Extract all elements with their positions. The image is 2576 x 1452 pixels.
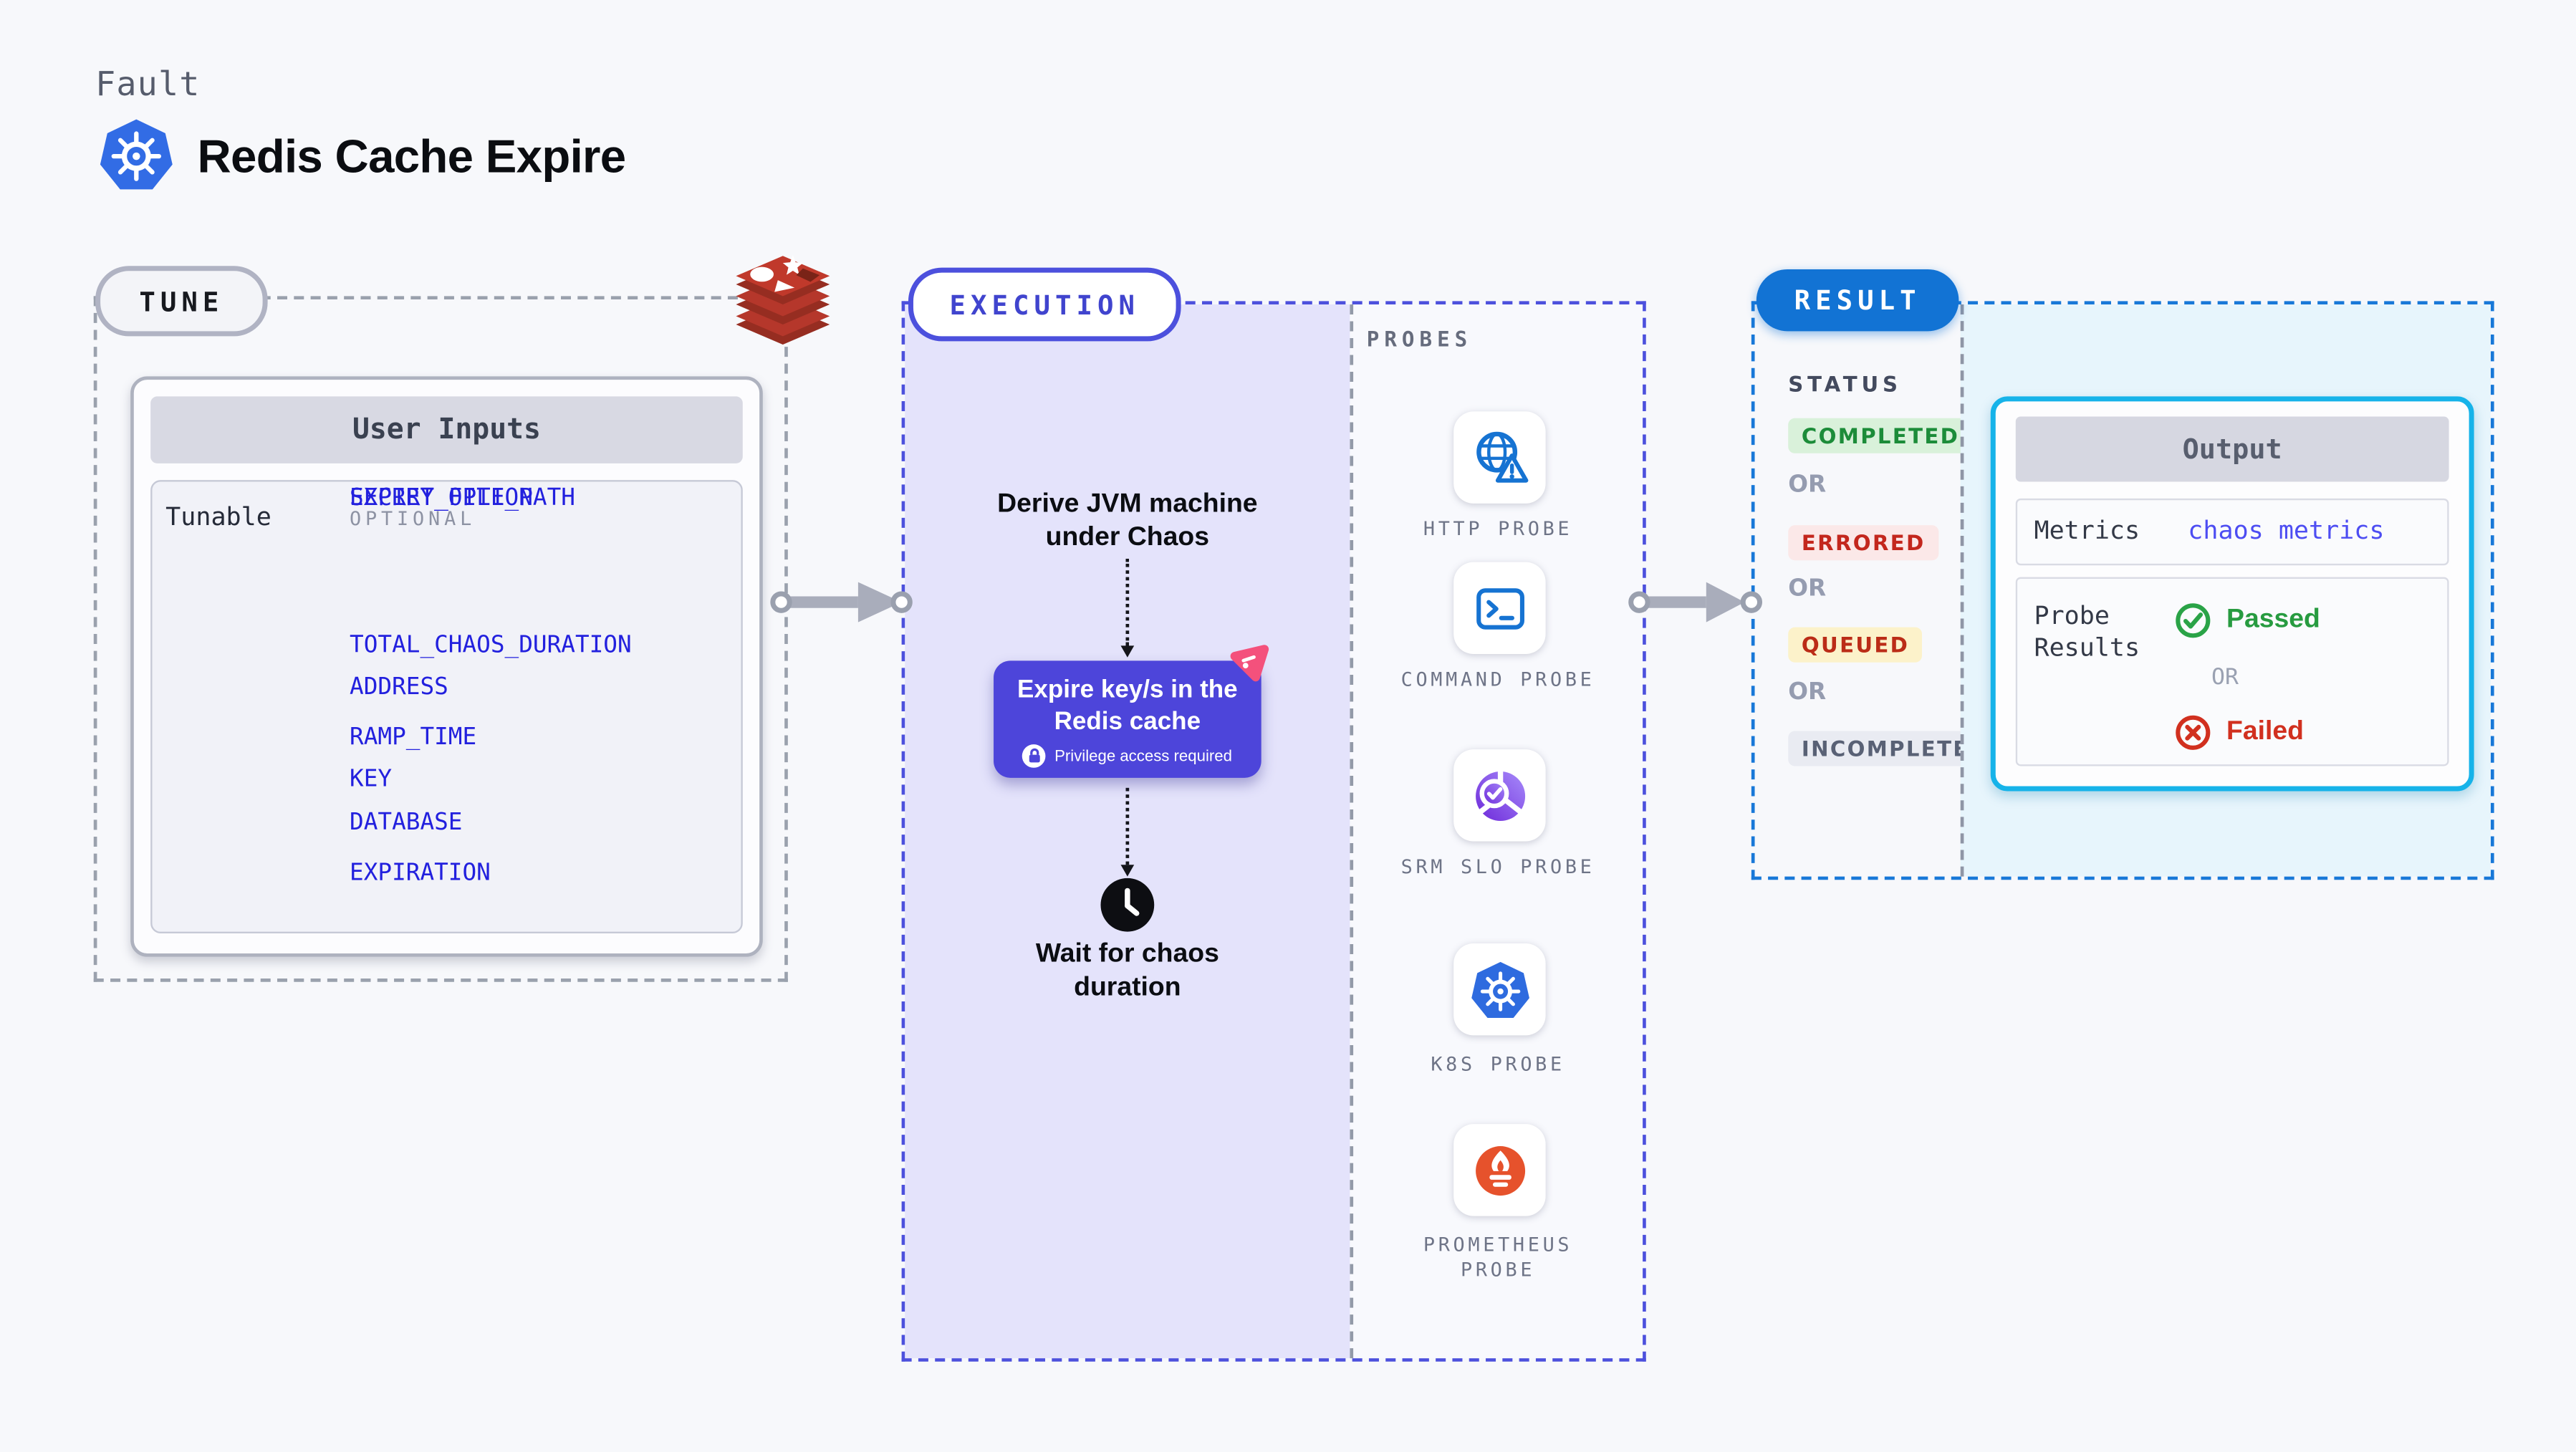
probe-card-command	[1453, 562, 1546, 655]
status-label: STATUS	[1788, 371, 1902, 397]
wait-step-label: Wait for chaos duration	[1035, 940, 1219, 1001]
kubernetes-icon	[100, 119, 173, 190]
tunable-item[interactable]: TOTAL_CHAOS_DURATION	[350, 632, 632, 660]
derive-step-label: Derive JVM machine under Chaos	[997, 490, 1258, 552]
tunable-item[interactable]: KEY	[350, 766, 393, 793]
probe-results-label: Probe Results	[2034, 600, 2140, 663]
metrics-value[interactable]: chaos metrics	[2188, 515, 2385, 546]
tunable-item[interactable]: EXPIRY_OPTION	[350, 485, 533, 512]
probe-card-srm-slo	[1453, 749, 1546, 842]
globe-warning-icon	[1476, 431, 1528, 482]
flow-connector-down	[1120, 787, 1135, 877]
status-badge-completed: COMPLETED	[1788, 418, 1973, 453]
probe-label: HTTP PROBE	[1423, 516, 1573, 541]
execution-badge: EXECUTION	[908, 267, 1181, 342]
probes-panel: PROBES HTTP PROBE	[1350, 304, 1643, 1359]
probe-label: COMMAND PROBE	[1400, 667, 1595, 691]
probe-card-k8s	[1453, 943, 1546, 1036]
passed-label: Passed	[2226, 605, 2320, 635]
page-kicker: Fault	[95, 63, 201, 104]
kubernetes-icon	[1471, 961, 1529, 1017]
user-inputs-body: Tunable OPTIONAL TOTAL_CHAOS_DURATION AD…	[150, 480, 743, 933]
metrics-row: Metrics chaos metrics	[2015, 498, 2449, 566]
status-badge-queued: QUEUED	[1788, 627, 1923, 663]
tunable-item[interactable]: SECRET_FILE_PATH	[350, 485, 575, 512]
probe-card-prometheus	[1453, 1124, 1546, 1216]
slo-gauge-icon	[1474, 769, 1524, 820]
tunable-item[interactable]: DATABASE	[350, 809, 463, 837]
flow-arrow-execution-to-result	[1628, 582, 1763, 622]
tunable-item[interactable]: ADDRESS	[350, 674, 448, 701]
execution-section: Derive JVM machine under Chaos Expire ke…	[901, 301, 1646, 1362]
status-badge-errored: ERRORED	[1788, 525, 1939, 561]
user-inputs-title: User Inputs	[150, 396, 743, 463]
tune-section	[93, 296, 788, 982]
tunable-row-label: Tunable	[165, 501, 271, 532]
execution-flow-panel: Derive JVM machine under Chaos Expire ke…	[905, 304, 1350, 1359]
or-separator: OR	[1788, 679, 1827, 706]
result-badge: RESULT	[1756, 269, 1959, 332]
or-separator: OR	[1788, 575, 1827, 602]
clock-icon	[1100, 878, 1155, 932]
probe-label: SRM SLO PROBE	[1400, 855, 1595, 878]
prometheus-icon	[1474, 1145, 1524, 1195]
probe-label: PROMETHEUS PROBE	[1423, 1232, 1573, 1281]
or-separator: OR	[2211, 664, 2239, 691]
user-inputs-card: User Inputs Tunable OPTIONAL TOTAL_CHAOS…	[130, 376, 763, 957]
failed-label: Failed	[2226, 717, 2304, 746]
probe-results-row: Probe Results Passed OR Failed	[2015, 577, 2449, 766]
probe-result-passed: Passed	[2175, 602, 2320, 639]
output-card: Output Metrics chaos metrics Probe Resul…	[1990, 396, 2474, 792]
output-card-title: Output	[2015, 416, 2449, 482]
redis-pink-badge-icon	[1230, 645, 1269, 682]
lock-icon	[1022, 744, 1047, 768]
chaos-node-title: Expire key/s in the Redis cache	[1017, 675, 1238, 736]
privilege-note: Privilege access required	[1054, 746, 1232, 766]
probes-label: PROBES	[1366, 326, 1473, 352]
redis-icon	[736, 255, 830, 345]
probe-label: K8S PROBE	[1431, 1052, 1565, 1076]
page-title: Redis Cache Expire	[197, 130, 627, 183]
tune-badge: TUNE	[95, 266, 268, 337]
metrics-label: Metrics	[2034, 515, 2140, 546]
chaos-fault-node[interactable]: Expire key/s in the Redis cache Privileg…	[994, 660, 1261, 778]
tunable-item[interactable]: RAMP_TIME	[350, 724, 477, 751]
terminal-icon	[1476, 587, 1524, 629]
tunable-item[interactable]: EXPIRATION	[350, 860, 491, 887]
probe-result-failed: Failed	[2175, 714, 2304, 751]
flow-connector-down	[1120, 558, 1135, 658]
x-circle-icon	[2176, 715, 2211, 750]
optional-group-label: OPTIONAL	[350, 506, 476, 531]
result-section: STATUS COMPLETED OR ERRORED OR QUEUED OR…	[1751, 301, 2494, 880]
or-separator: OR	[1788, 471, 1827, 499]
probe-card-http	[1453, 411, 1546, 504]
check-circle-icon	[2176, 603, 2211, 638]
flow-arrow-tune-to-execution	[770, 582, 913, 622]
